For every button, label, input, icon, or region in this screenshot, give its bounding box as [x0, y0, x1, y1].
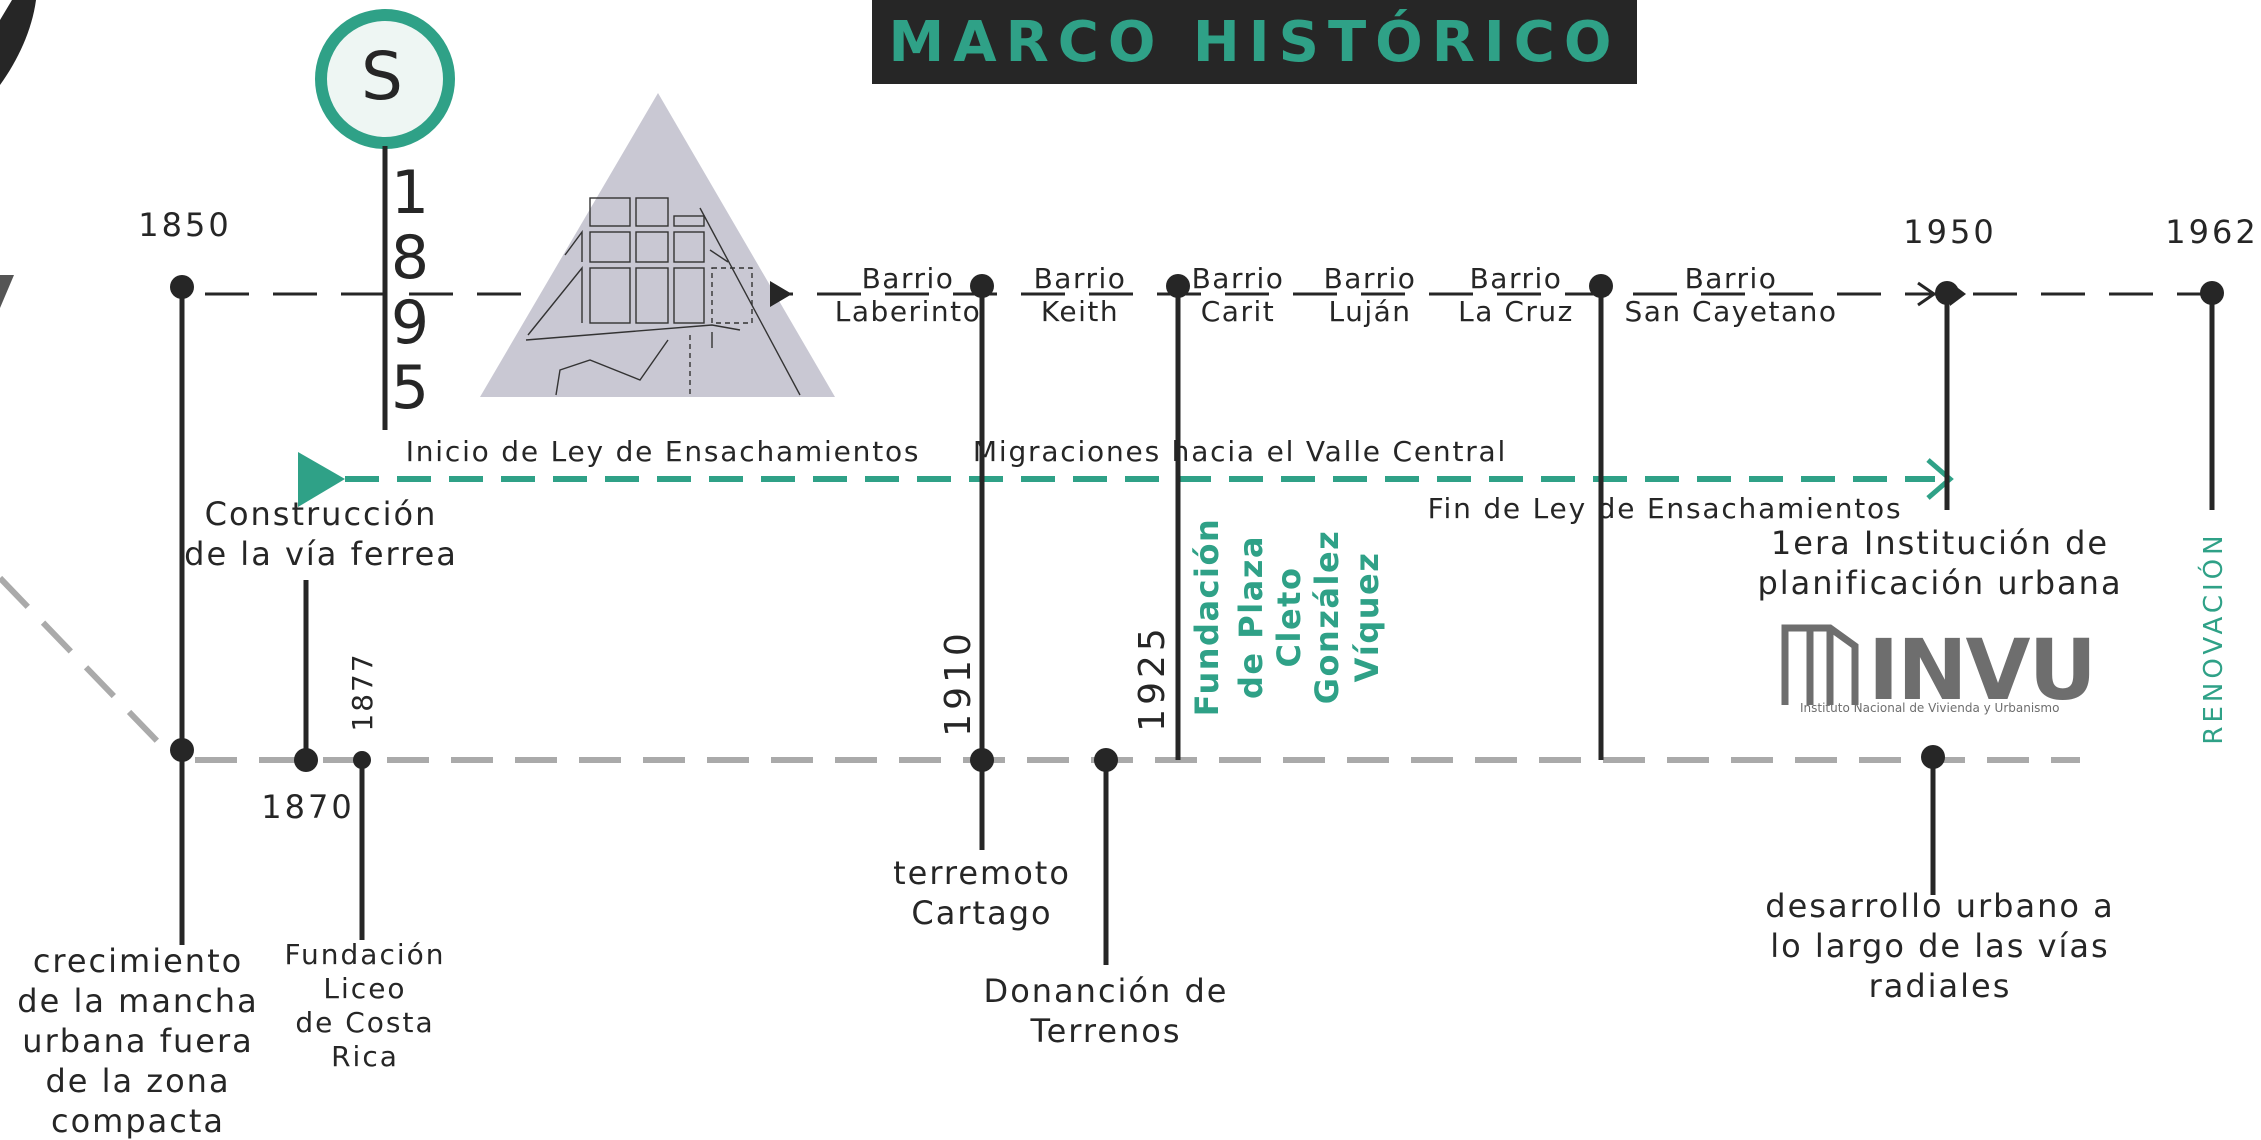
year-1870-label: 1870 — [261, 788, 354, 826]
node-1870 — [294, 748, 318, 772]
barrio-label: Barrio — [862, 262, 955, 295]
node-1950-arrow — [1917, 281, 1937, 307]
city-map-triangle-icon — [480, 93, 835, 397]
liceo-label: de Costa — [295, 1006, 434, 1039]
year-1850-label: 1850 — [138, 206, 231, 244]
barrio-label: Laberinto — [835, 295, 981, 328]
node-1950-arrow-tip — [1950, 282, 1966, 306]
radiales-label: radiales — [1869, 967, 2012, 1005]
diagonal-gray-connector — [0, 575, 163, 747]
fundacion-plaza-line: Cleto — [1270, 567, 1308, 668]
via-ferrea-label: Construcción — [205, 495, 438, 533]
pin-shape-fragment — [0, 0, 36, 85]
year-1962-label: 1962 — [2165, 213, 2258, 251]
year-1895-digit: 5 — [391, 353, 429, 423]
invu-logo: INVU Instituto Nacional de Vivienda y Ur… — [1781, 621, 2097, 719]
terremoto-label: terremoto — [893, 854, 1071, 892]
barrio-label: Luján — [1328, 295, 1411, 328]
barrio-label: San Cayetano — [1624, 295, 1837, 328]
institucion-label: planificación urbana — [1757, 564, 2122, 602]
fundacion-plaza-line: Víquez — [1348, 552, 1386, 683]
radiales-label: desarrollo urbano a — [1765, 887, 2114, 925]
mancha-label: de la zona — [45, 1062, 230, 1100]
law-end-label: Fin de Ley de Ensachamientos — [1428, 492, 1903, 525]
year-1895-digit: 8 — [391, 223, 429, 293]
barrio-label: Carit — [1201, 295, 1275, 328]
fundacion-plaza-line: de Plaza — [1232, 535, 1270, 699]
year-1925-label: 1925 — [1132, 624, 1173, 732]
renovacion-label: RENOVACIÓN — [2197, 531, 2229, 744]
migration-label: Migraciones hacia el Valle Central — [973, 435, 1507, 468]
invu-logo-tagline: Instituto Nacional de Vivienda y Urbanis… — [1800, 701, 2059, 715]
invu-building-icon — [1781, 624, 1859, 705]
radiales-label: lo largo de las vías — [1770, 927, 2109, 965]
station-badge-circle — [315, 9, 455, 149]
invu-logo-text: INVU — [1868, 621, 2095, 719]
barrio-label: Barrio — [1192, 262, 1285, 295]
node-donacion — [1094, 748, 1118, 772]
year-1895-digit: 1 — [391, 158, 429, 228]
mancha-label: compacta — [51, 1102, 225, 1140]
mancha-label: crecimiento — [33, 942, 243, 980]
year-1910-label: 1910 — [938, 629, 979, 737]
title-banner: MARCO HISTÓRICO — [872, 0, 1637, 84]
node-terremoto — [970, 748, 994, 772]
liceo-label: Liceo — [323, 972, 406, 1005]
barrio-label: Barrio — [1324, 262, 1417, 295]
mancha-label: urbana fuera — [22, 1022, 253, 1060]
year-1895-digit: 9 — [391, 288, 429, 358]
teal-end-arrow — [1926, 458, 1954, 500]
arrow-fragment-left — [0, 275, 14, 308]
teal-start-arrow — [298, 452, 345, 507]
barrio-label: La Cruz — [1458, 295, 1574, 328]
mancha-label: de la mancha — [17, 982, 258, 1020]
node-1877 — [353, 751, 371, 769]
donacion-label: Terrenos — [1029, 1012, 1181, 1050]
node-mancha — [170, 738, 194, 762]
barrio-label: Barrio — [1470, 262, 1563, 295]
timeline-arrow-marker — [770, 281, 792, 307]
liceo-label: Rica — [331, 1040, 399, 1073]
node-radiales — [1921, 745, 1945, 769]
via-ferrea-label: de la vía ferrea — [184, 535, 458, 573]
barrio-label: Keith — [1041, 295, 1119, 328]
institucion-label: 1era Institución de — [1771, 524, 2109, 562]
barrio-label: Barrio — [1685, 262, 1778, 295]
liceo-label: Fundación — [284, 938, 445, 971]
fundacion-plaza-line: Fundación — [1188, 518, 1226, 717]
diagram-title: MARCO HISTÓRICO — [888, 9, 1621, 75]
law-start-label: Inicio de Ley de Ensachamientos — [406, 435, 921, 468]
donacion-label: Donanción de — [984, 972, 1229, 1010]
station-badge-label: S — [361, 38, 403, 115]
barrio-label: Barrio — [1034, 262, 1127, 295]
fundacion-plaza-line: González — [1308, 530, 1346, 705]
terremoto-label: Cartago — [911, 894, 1052, 932]
year-1877-label: 1877 — [346, 652, 379, 731]
year-1950-label: 1950 — [1903, 213, 1996, 251]
